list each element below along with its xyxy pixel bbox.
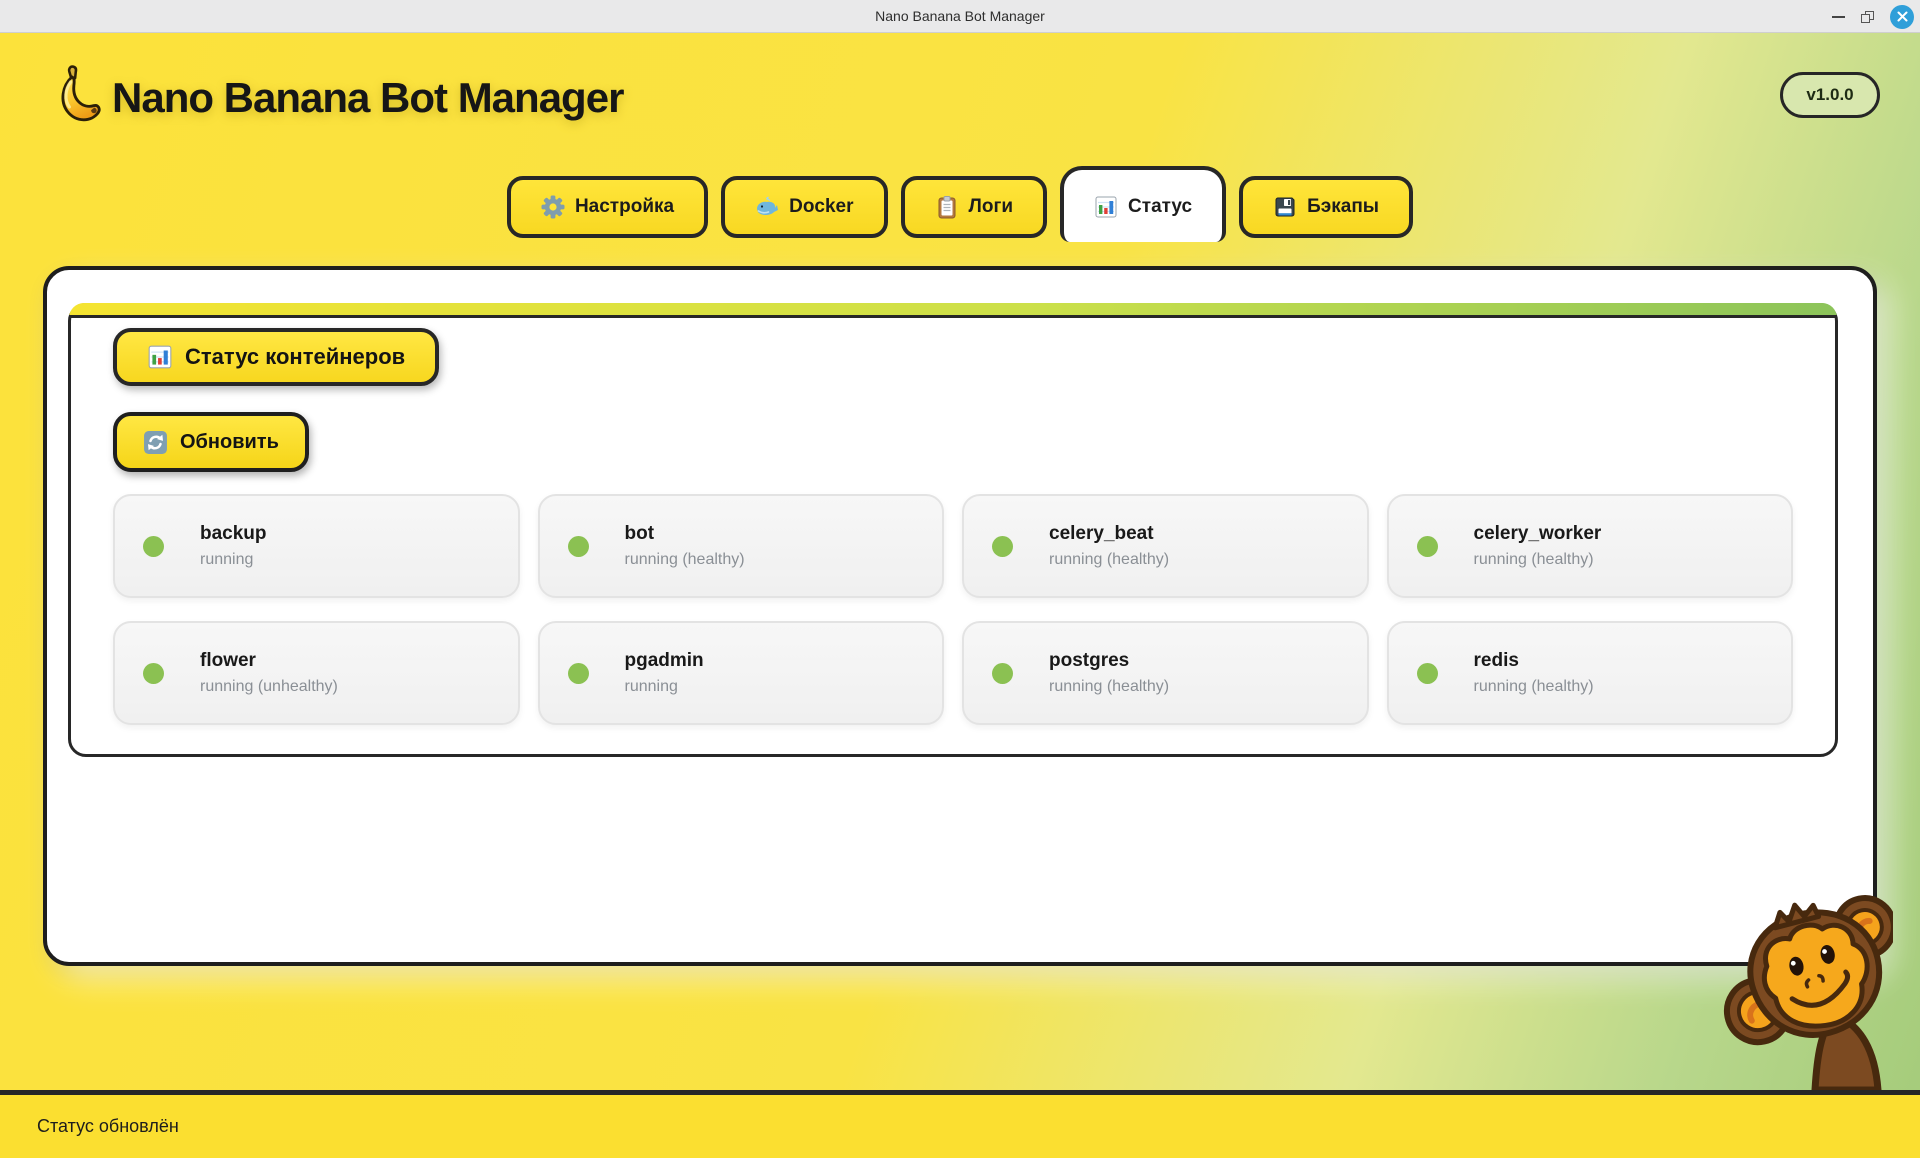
title-bar: Nano Banana Bot Manager — [0, 0, 1920, 33]
window-controls — [1832, 0, 1914, 33]
container-cards-grid: backup running bot running (healthy) cel… — [113, 494, 1793, 725]
tab-logs[interactable]: Логи — [900, 176, 1048, 238]
container-name: redis — [1473, 650, 1519, 671]
tab-label: Настройка — [574, 196, 675, 217]
refresh-button[interactable]: Обновить — [113, 412, 309, 472]
bar-chart-icon — [1094, 195, 1118, 219]
floppy-icon — [1273, 195, 1297, 219]
status-bar: Статус обновлён — [0, 1090, 1920, 1158]
refresh-button-label: Обновить — [180, 430, 279, 453]
container-status: running (healthy) — [1049, 678, 1170, 695]
page-title: Nano Banana Bot Manager — [112, 74, 624, 121]
container-name: celery_beat — [1049, 523, 1154, 544]
section-title: Статус контейнеров — [185, 344, 406, 369]
clipboard-icon — [935, 195, 959, 219]
container-card: pgadmin running — [537, 621, 944, 725]
status-dot-icon — [992, 535, 1013, 557]
container-status: running — [624, 678, 678, 695]
close-icon[interactable] — [1890, 4, 1914, 29]
container-status: running (healthy) — [1049, 551, 1170, 568]
status-dot-icon — [567, 662, 589, 684]
tab-label: Статус — [1128, 196, 1193, 217]
container-card: backup running — [113, 494, 520, 598]
section-title-pill: Статус контейнеров — [113, 328, 440, 386]
window-title: Nano Banana Bot Manager — [875, 8, 1045, 24]
container-card: celery_worker running (healthy) — [1386, 494, 1793, 598]
refresh-icon — [143, 430, 168, 455]
tab-status[interactable]: Статус — [1060, 166, 1227, 242]
container-status: running (healthy) — [624, 551, 745, 568]
tab-label: Docker — [789, 196, 854, 217]
container-status: running — [200, 551, 254, 568]
tab-label: Бэкапы — [1307, 196, 1380, 217]
restore-icon[interactable] — [1861, 10, 1874, 23]
status-dot-icon — [143, 662, 164, 684]
container-card: bot running (healthy) — [537, 494, 944, 598]
container-name: bot — [624, 523, 655, 544]
container-status: running (healthy) — [1473, 551, 1594, 568]
container-status-groupbox: Статус контейнеров Обновить — [68, 303, 1838, 757]
container-status: running (unhealthy) — [200, 678, 338, 695]
status-bar-text: Статус обновлён — [37, 1116, 179, 1136]
whale-icon — [755, 195, 779, 219]
container-name: backup — [200, 523, 267, 544]
version-badge: v1.0.0 — [1780, 72, 1880, 118]
container-name: pgadmin — [624, 650, 704, 671]
tab-settings[interactable]: Настройка — [506, 176, 709, 238]
container-card: flower running (unhealthy) — [113, 621, 520, 725]
status-dot-icon — [1416, 535, 1438, 557]
container-name: postgres — [1049, 650, 1130, 671]
status-dot-icon — [992, 662, 1013, 684]
main-panel: Статус контейнеров Обновить — [43, 266, 1877, 966]
tab-label: Логи — [968, 196, 1014, 217]
tab-backups[interactable]: Бэкапы — [1239, 176, 1414, 238]
monkey-mascot — [1723, 895, 1893, 1090]
status-dot-icon — [143, 535, 164, 557]
banana-logo-icon — [61, 65, 101, 122]
container-card: postgres running (healthy) — [962, 621, 1369, 725]
bar-chart-icon — [147, 344, 173, 370]
container-name: flower — [200, 650, 256, 671]
container-status: running (healthy) — [1473, 678, 1594, 695]
minimize-icon[interactable] — [1832, 15, 1845, 18]
gear-icon — [541, 195, 565, 219]
container-card: redis running (healthy) — [1386, 621, 1793, 725]
tab-docker[interactable]: Docker — [721, 176, 888, 238]
groupbox-accent-strip — [69, 303, 1837, 318]
status-dot-icon — [567, 535, 589, 557]
tab-bar: Настройка Docker — [0, 166, 1920, 242]
container-name: celery_worker — [1473, 523, 1602, 544]
status-dot-icon — [1416, 662, 1438, 684]
container-card: celery_beat running (healthy) — [962, 494, 1369, 598]
